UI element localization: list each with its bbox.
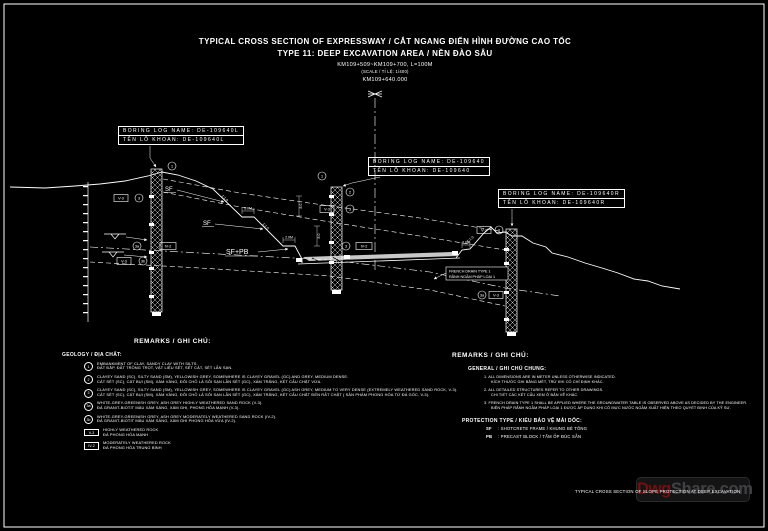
slope-protection-labels: SF SF SF+PB: [164, 187, 289, 257]
legend-item: 3b WHITE-GREY-GREENISH GREY, ASH GREY MO…: [84, 414, 402, 425]
title-block: TYPICAL CROSS SECTION OF EXPRESSWAY / CẮ…: [185, 37, 585, 83]
watermark-red: Dwg: [637, 480, 671, 498]
terrain-left: [9, 171, 303, 263]
svg-text:IV-2: IV-2: [361, 245, 368, 249]
protection-item: PB : PRECAST BLOCK / TẤM ỐP ĐÚC SẴN: [486, 433, 582, 439]
svg-text:2: 2: [498, 229, 500, 233]
borehole-right: [504, 228, 518, 336]
drawing-subtitle: TYPE 11: DEEP EXCAVATION AREA / NỀN ĐÀO …: [277, 49, 493, 59]
svg-text:2: 2: [349, 191, 351, 195]
french-drain-callout: FRENCH DRAIN TYPE 1 RÃNH NGẦM PHÁP LOẠI …: [433, 266, 509, 281]
remark-item: 3. FRENCH DRAIN TYPE 1 SHALL BE APPLIED …: [484, 400, 748, 410]
circle-marker: 3: [84, 388, 93, 398]
sf-pb-label: SF+PB: [226, 249, 249, 256]
svg-text:8.0: 8.0: [299, 204, 303, 209]
boring-center-vi: TÊN LỖ KHOAN: DE-109640: [373, 167, 471, 174]
circle-marker: 1: [84, 362, 93, 371]
drawing-title: TYPICAL CROSS SECTION OF EXPRESSWAY / CẮ…: [198, 37, 572, 46]
footer-title: TYPICAL CROSS SECTION OF SLOPE PROTECTIO…: [575, 489, 741, 494]
svg-text:V-3: V-3: [481, 229, 487, 233]
boring-label-left: BORING LOG NAME: DE-109640L TÊN LỖ KHOAN…: [118, 126, 245, 145]
svg-text:1:1.0: 1:1.0: [466, 235, 475, 243]
boring-right-en: BORING LOG NAME: DE-109640R: [499, 190, 624, 199]
svg-text:3b: 3b: [141, 260, 145, 264]
box-marker: V-3: [84, 428, 99, 437]
station: KM109+640.000: [362, 76, 408, 83]
legend-item: IV-2 MODERATELY WEATHERED ROCK ĐÁ PHONG …: [84, 440, 402, 451]
groundwater-symbols: [102, 233, 148, 259]
boring-center-en: BORING LOG NAME: DE-109640: [369, 158, 489, 167]
remarks-header: REMARKS / GHI CHÚ:: [452, 352, 529, 359]
boring-left-en: BORING LOG NAME: DE-109640L: [119, 127, 244, 136]
svg-text:1: 1: [171, 165, 173, 169]
svg-text:V-3: V-3: [493, 294, 499, 298]
svg-text:3: 3: [345, 245, 347, 249]
protection-header: PROTECTION TYPE / KIỂU BẢO VỆ MÁI DỐC:: [462, 417, 583, 424]
boundary-tick-line: [83, 182, 89, 322]
geology-tags: 1 1 V-3 3 3a IV-2 V-3 3b 2 V-3 3 3 IV-: [113, 161, 504, 300]
legend-item: V-3 HIGHLY WEATHERED ROCK ĐÁ PHONG HÓA M…: [84, 427, 402, 438]
legend-header: REMARKS / GHI CHÚ:: [134, 338, 211, 345]
legend-item: 3a WHITE-GREY-GREENISH GREY, ASH GREY HI…: [84, 400, 402, 411]
svg-text:3: 3: [349, 208, 351, 212]
svg-text:1: 1: [321, 175, 323, 179]
svg-text:2.0M: 2.0M: [285, 236, 293, 240]
circle-marker: 2: [84, 375, 93, 385]
watermark: DwgShare.com: [636, 477, 753, 502]
dimensions: [241, 195, 471, 248]
french-drain-vi: RÃNH NGẦM PHÁP LOẠI 1: [449, 274, 495, 279]
legend-item: 2 CLAYEY SAND (SC), SILTY SAND (SM), YEL…: [84, 374, 402, 385]
geology-legend: REMARKS / GHI CHÚ: GEOLOGY / ĐỊA CHẤT: 1…: [62, 338, 457, 451]
remarks-general-header: GENERAL / GHI CHÚ CHUNG:: [468, 366, 547, 372]
svg-text:V-3: V-3: [324, 208, 330, 212]
boring-label-center: BORING LOG NAME: DE-109640 TÊN LỖ KHOAN:…: [368, 157, 490, 176]
borehole-center: [329, 186, 343, 294]
remark-item: 1. ALL DIMENSIONS ARE IN METER UNLESS OT…: [484, 375, 616, 384]
station-symbol: [367, 90, 383, 98]
boring-label-right: BORING LOG NAME: DE-109640R TÊN LỖ KHOAN…: [498, 189, 625, 208]
scale-note: (SCALE / TỈ LỆ: 1/400): [361, 68, 409, 74]
circle-marker: 3b: [84, 415, 93, 424]
legend-subheader: GEOLOGY / ĐỊA CHẤT:: [62, 352, 122, 358]
boring-right-vi: TÊN LỖ KHOAN: DE-109640R: [503, 199, 606, 206]
terrain-right: [455, 226, 681, 290]
remarks-section: REMARKS / GHI CHÚ: GENERAL / GHI CHÚ CHU…: [452, 352, 758, 439]
svg-text:V-3: V-3: [121, 260, 127, 264]
box-marker: IV-2: [84, 442, 99, 450]
svg-text:1:1.0: 1:1.0: [221, 194, 229, 202]
svg-text:3a: 3a: [480, 294, 485, 298]
protection-item: SF : SHOTCRETE FRAME / KHUNG BÊ TÔNG: [486, 426, 588, 432]
borehole-left: [149, 168, 163, 316]
svg-text:IV-2: IV-2: [165, 245, 172, 249]
svg-text:3: 3: [138, 197, 140, 201]
legend-item: 3 CLAYEY SAND (SC), SILTY SAND (SM), YEL…: [84, 387, 457, 398]
pavement: [296, 251, 458, 262]
road-line: [297, 257, 461, 265]
sheet-border: [3, 3, 765, 528]
svg-text:2.0M: 2.0M: [462, 241, 470, 245]
remark-item: 2. ALL DETAILED STRUCTURES REFER TO OTHE…: [484, 387, 604, 397]
svg-text:V-3: V-3: [118, 197, 124, 201]
chainage: KM109+509~KM109+700, L=100M: [337, 62, 433, 69]
svg-text:3a: 3a: [135, 245, 140, 249]
sf-label-1: SF: [165, 187, 173, 193]
circle-marker: 3a: [84, 401, 93, 411]
svg-text:2.0M: 2.0M: [244, 207, 252, 211]
boring-left-vi: TÊN LỖ KHOAN: DE-109640L: [123, 136, 225, 143]
boring-leaders: [149, 146, 514, 227]
svg-text:8.0: 8.0: [317, 234, 321, 239]
watermark-grey: Share.com: [670, 480, 753, 498]
legend-item: 1 EMBANKMENT OF CLAY, SANDY CLAY WITH SI…: [84, 361, 402, 372]
svg-text:1:1.0: 1:1.0: [262, 222, 270, 230]
dimension-texts: 2.0M 2.0M 2.0M 8.0 8.0 1:1.0 1:1.0 1:1.0: [221, 194, 475, 244]
road-centerline: [367, 90, 383, 272]
french-drain-en: FRENCH DRAIN TYPE 1: [449, 270, 491, 274]
sf-label-2: SF: [203, 221, 211, 227]
